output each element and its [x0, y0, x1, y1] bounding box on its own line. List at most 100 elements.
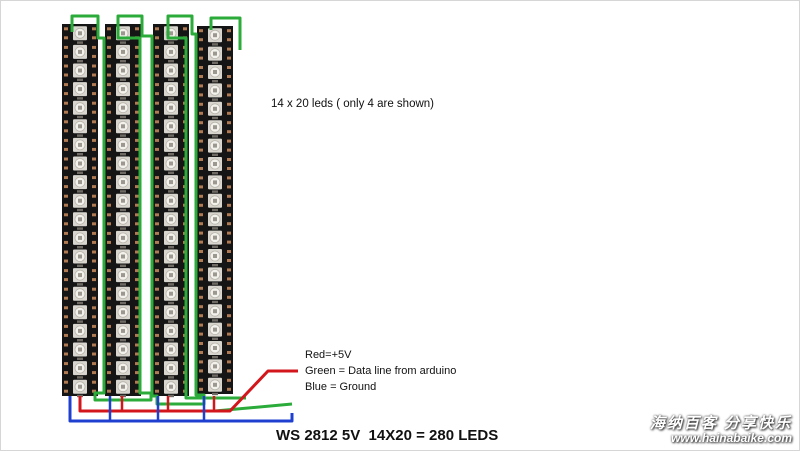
solder-pad [135, 380, 139, 384]
solder-pad [135, 45, 139, 49]
solder-pad [135, 287, 139, 291]
solder-pad [227, 250, 231, 253]
led-capacitor [212, 300, 218, 304]
solder-pad [199, 231, 203, 235]
solder-pad [107, 315, 111, 319]
solder-pad [135, 278, 139, 282]
solder-pad [92, 306, 96, 310]
led-capacitor [168, 97, 174, 100]
data-wire [70, 14, 246, 406]
led-capacitor [168, 190, 174, 193]
led-capacitor [168, 41, 174, 44]
led [64, 175, 96, 193]
led [107, 305, 139, 323]
solder-pad [155, 138, 159, 142]
led-die [169, 49, 173, 54]
led-capacitor [120, 208, 126, 212]
solder-pad [64, 306, 68, 310]
solder-pad [227, 66, 231, 69]
led-die [169, 273, 173, 278]
solder-pad [199, 66, 203, 69]
solder-pad [64, 259, 68, 263]
solder-pad [107, 101, 111, 105]
solder-pad [92, 343, 96, 347]
led [107, 379, 139, 398]
solder-pad [135, 306, 139, 310]
solder-pad [92, 380, 96, 384]
solder-pad [155, 194, 159, 198]
led [155, 249, 187, 267]
led-capacitor [77, 264, 83, 267]
solder-pad [64, 54, 68, 58]
solder-pad [64, 194, 68, 198]
led-capacitor [168, 264, 174, 267]
solder-pad [227, 222, 231, 226]
solder-pad [135, 157, 139, 161]
led-capacitor [120, 320, 126, 323]
led-die [213, 327, 217, 332]
solder-pad [227, 323, 231, 327]
led-die [121, 105, 125, 110]
solder-pad [155, 250, 159, 254]
led-die [213, 51, 217, 56]
solder-pad [135, 92, 139, 96]
solder-pad [107, 129, 111, 133]
solder-pad [155, 64, 159, 68]
solder-pad [135, 324, 139, 328]
solder-pad [199, 75, 203, 78]
solder-pad [227, 56, 231, 60]
led-die [213, 272, 217, 277]
led-capacitor [168, 153, 174, 156]
led-strip-3 [153, 24, 189, 398]
solder-pad [135, 250, 139, 254]
solder-pad [107, 36, 111, 40]
solder-pad [107, 222, 111, 226]
led-die [169, 291, 173, 296]
solder-pad [107, 157, 111, 161]
led-capacitor [212, 282, 218, 285]
led-capacitor [120, 78, 126, 81]
solder-pad [92, 110, 96, 114]
led [64, 119, 96, 137]
led-die [121, 68, 125, 73]
solder-pad [92, 296, 96, 300]
solder-pad [155, 27, 159, 31]
led-capacitor [120, 134, 126, 137]
led-die [213, 143, 217, 148]
solder-pad [107, 333, 111, 337]
led-capacitor [120, 115, 126, 119]
solder-pad [155, 101, 159, 105]
solder-pad [92, 27, 96, 31]
solder-pad [155, 287, 159, 291]
led-capacitor [120, 190, 126, 193]
solder-pad [155, 166, 159, 170]
data-wire-start [209, 16, 242, 50]
solder-pad [64, 36, 68, 40]
solder-pad [199, 323, 203, 327]
led-capacitor [212, 245, 218, 248]
solder-pad [107, 213, 111, 217]
led [199, 249, 231, 267]
led-capacitor [77, 78, 83, 81]
solder-pad [92, 278, 96, 282]
solder-pad [64, 231, 68, 235]
led [107, 268, 139, 286]
solder-pad [107, 138, 111, 142]
led-capacitor [120, 171, 126, 174]
led-die [78, 366, 82, 371]
led-capacitor [168, 115, 174, 119]
solder-pad [155, 185, 159, 189]
led-capacitor [77, 283, 83, 286]
solder-pad [155, 147, 159, 151]
solder-pad [64, 138, 68, 142]
solder-pad [199, 286, 203, 290]
power-wire [78, 369, 298, 413]
solder-pad [227, 314, 231, 318]
solder-pad [199, 387, 203, 391]
solder-pad [64, 250, 68, 254]
solder-pad [227, 102, 231, 106]
led-capacitor [212, 172, 218, 175]
solder-pad [107, 64, 111, 68]
led [107, 212, 139, 230]
solder-pad [107, 203, 111, 207]
